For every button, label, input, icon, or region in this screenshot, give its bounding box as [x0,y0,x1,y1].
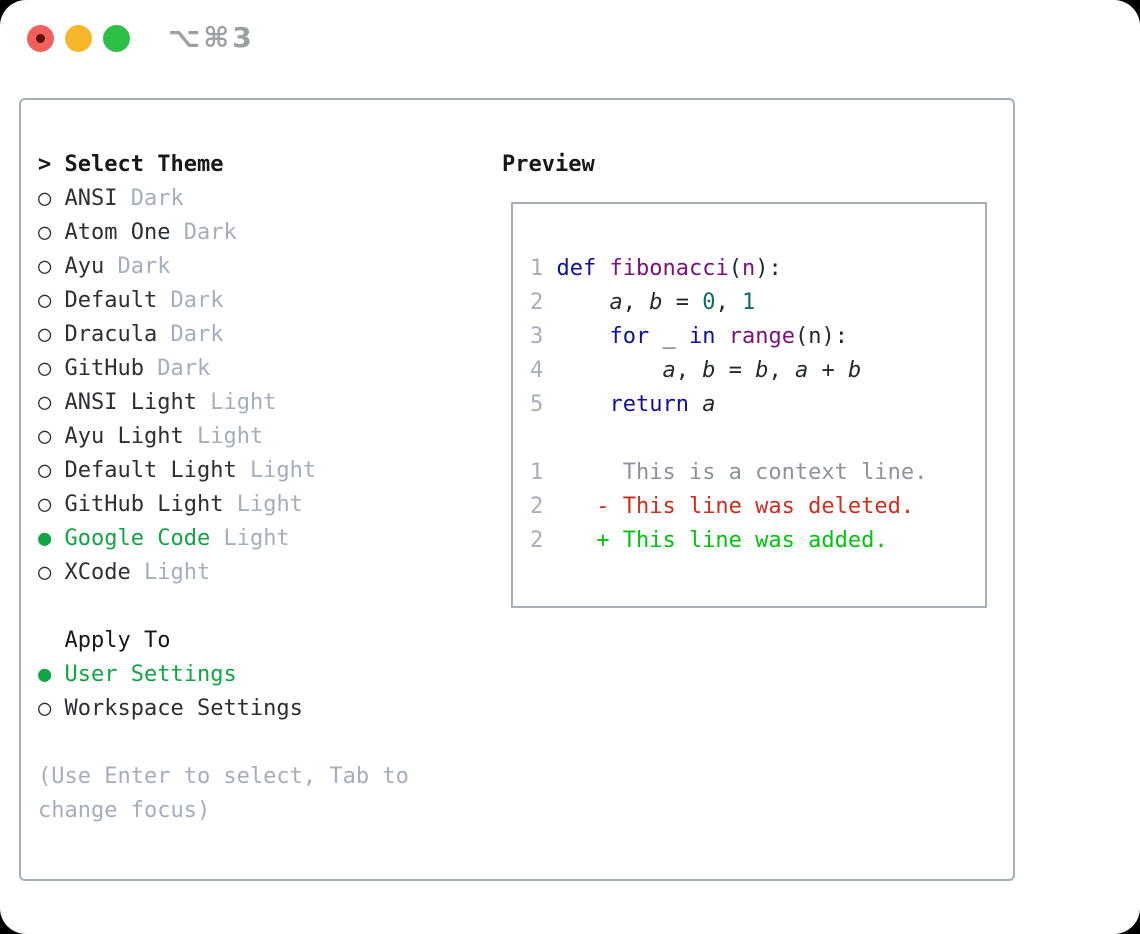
theme-variant-tag: Light [249,458,317,483]
theme-option-ansi[interactable]: ○ ANSI Dark [38,182,409,216]
code-line [530,422,927,456]
apply-option-workspace-settings[interactable]: ○ Workspace Settings [38,692,409,726]
theme-variant-tag: Light [236,492,303,517]
theme-name: ANSI Light [64,390,197,415]
theme-variant-tag: Dark [117,254,171,279]
keyboard-hint: (Use Enter to select, Tab to change focus… [38,760,409,828]
radio-icon: ○ [38,254,52,279]
theme-variant-tag: Light [143,560,211,585]
code-preview: 1 def fibonacci(n): 2 a, b = 0, 1 3 for _ … [530,252,927,558]
code-line: 2 a, b = 0, 1 [530,290,756,315]
theme-name: Ayu Light [64,424,184,449]
theme-option-ayu[interactable]: ○ Ayu Dark [38,250,409,284]
theme-list-title: > Select Theme [38,148,409,182]
apply-option-user-settings[interactable]: ● User Settings [38,658,409,692]
theme-name: XCode [64,560,131,585]
code-line: 2 + This line was added. [530,528,888,553]
code-line: 1 This is a context line. [530,460,928,485]
theme-option-default[interactable]: ○ Default Dark [38,284,409,318]
selected-radio-icon: ● [38,662,52,687]
apply-to-title: Apply To [64,628,171,653]
radio-icon: ○ [38,390,52,415]
theme-variant-tag: Dark [183,220,237,245]
focus-caret-icon: > [38,152,52,177]
hint-line: (Use Enter to select, Tab to [38,764,409,789]
apply-to-list: ● User Settings○ Workspace Settings [38,658,409,726]
code-line: 5 return a [530,392,716,417]
radio-icon: ○ [38,288,52,313]
theme-name: Ayu [64,254,105,279]
radio-icon: ○ [38,356,52,381]
theme-variant-tag: Dark [157,356,211,381]
preview-title-label: Preview [502,152,595,177]
minimize-button[interactable] [65,25,92,52]
radio-icon: ○ [38,322,52,347]
theme-option-xcode[interactable]: ○ XCode Light [38,556,409,590]
preview-heading: Preview [502,148,595,182]
code-line: 4 a, b = b, a + b [530,358,862,383]
theme-variant-tag: Dark [170,322,224,347]
theme-option-atom-one[interactable]: ○ Atom One Dark [38,216,409,250]
theme-name: Atom One [64,220,171,245]
theme-list: ○ ANSI Dark○ Atom One Dark○ Ayu Dark○ De… [38,182,409,590]
theme-variant-tag: Light [196,424,264,449]
theme-name: ANSI [64,186,118,211]
record-dot-icon [36,34,45,43]
left-column: > Select Theme ○ ANSI Dark○ Atom One Dar… [38,148,409,828]
theme-variant-tag: Dark [170,288,224,313]
apply-to-section: Apply To ● User Settings○ Workspace Sett… [38,624,409,726]
title-bar: ⌥⌘3 [0,0,1140,78]
theme-variant-tag: Light [210,390,277,415]
theme-name: GitHub [64,356,144,381]
theme-option-google-code[interactable]: ● Google Code Light [38,522,409,556]
radio-icon: ○ [38,186,52,211]
code-line: 2 - This line was deleted. [530,494,915,519]
close-button[interactable] [27,25,54,52]
hint-line: change focus) [38,798,211,823]
radio-icon: ○ [38,220,52,245]
zoom-button[interactable] [103,25,130,52]
theme-option-dracula[interactable]: ○ Dracula Dark [38,318,409,352]
radio-icon: ○ [38,696,52,721]
selected-radio-icon: ● [38,526,52,551]
theme-selector-panel: > Select Theme ○ ANSI Dark○ Atom One Dar… [19,98,1015,881]
theme-name: Dracula [64,322,158,347]
theme-option-default-light[interactable]: ○ Default Light Light [38,454,409,488]
theme-option-github[interactable]: ○ GitHub Dark [38,352,409,386]
theme-name: GitHub Light [64,492,224,517]
radio-icon: ○ [38,458,52,483]
apply-option-label: Workspace Settings [64,696,303,721]
code-line: 1 def fibonacci(n): [530,256,782,281]
apply-option-label: User Settings [64,662,237,687]
theme-name: Google Code [64,526,211,551]
radio-icon: ○ [38,492,52,517]
theme-option-ayu-light[interactable]: ○ Ayu Light Light [38,420,409,454]
theme-name: Default Light [64,458,237,483]
theme-variant-tag: Light [223,526,290,551]
preview-box: 1 def fibonacci(n): 2 a, b = 0, 1 3 for _ … [511,202,987,608]
theme-option-github-light[interactable]: ○ GitHub Light Light [38,488,409,522]
theme-option-ansi-light[interactable]: ○ ANSI Light Light [38,386,409,420]
window-shortcut-label: ⌥⌘3 [168,21,255,54]
code-line: 3 for _ in range(n): [530,324,848,349]
radio-icon: ○ [38,560,52,585]
theme-variant-tag: Dark [130,186,184,211]
theme-name: Default [64,288,158,313]
radio-icon: ○ [38,424,52,449]
